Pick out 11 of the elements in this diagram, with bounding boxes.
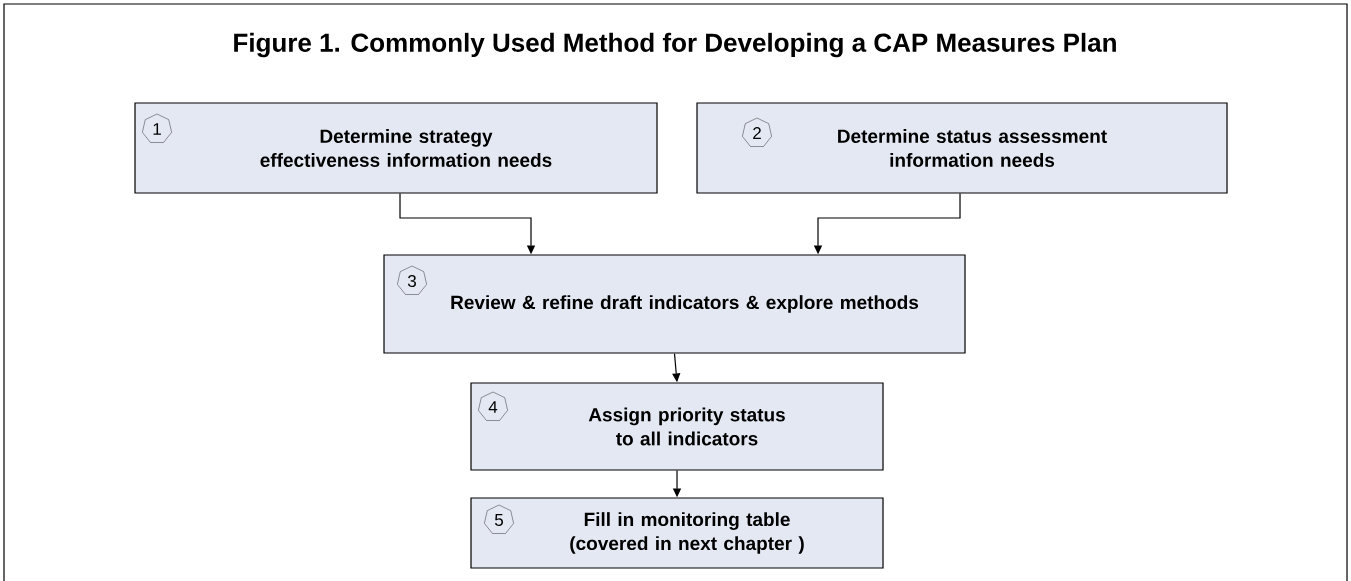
- step-number: 5: [484, 504, 514, 534]
- figure-title: Figure 1. Commonly Used Method for Developing a CAP Measures Plan: [234, 32, 1116, 58]
- step-number: 1: [142, 113, 172, 143]
- step-number: 4: [478, 391, 508, 421]
- process-box: 1 Determine strategy effectiveness information needs: [134, 102, 658, 194]
- step-number: 2: [742, 117, 772, 147]
- step-number: 3: [397, 265, 427, 295]
- process-box: 3 Review & refine draft indicators & explore methods: [383, 254, 966, 354]
- process-box: 4 Assign priority status to all indicators: [470, 382, 884, 471]
- process-box: 2 Determine status assessment information needs: [696, 102, 1228, 194]
- process-box: 5 Fill in monitoring table (covered in next chapter ): [470, 497, 884, 569]
